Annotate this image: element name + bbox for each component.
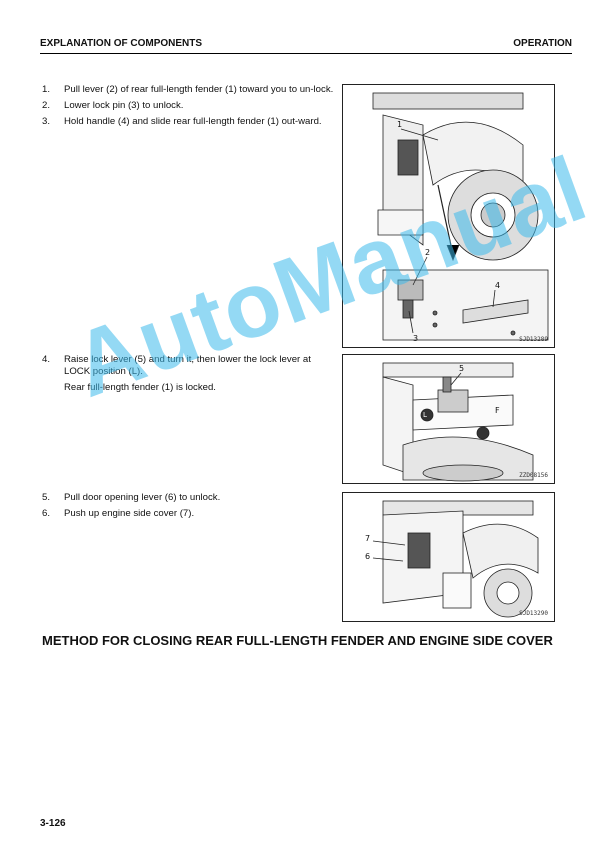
step-text: Pull lever (2) of rear full-length fende… <box>64 84 334 95</box>
callout-3: 3 <box>413 334 418 343</box>
step-1: 1. Pull lever (2) of rear full-length fe… <box>42 84 334 96</box>
step-text: Push up engine side cover (7). <box>64 508 195 519</box>
step-text: Hold handle (4) and slide rear full-leng… <box>64 116 322 127</box>
step-number: 4. <box>42 354 51 365</box>
figure-code: SJD13289 <box>519 336 548 343</box>
header-section-title: EXPLANATION OF COMPONENTS <box>40 38 203 49</box>
callout-2: 2 <box>425 248 430 257</box>
lock-lever-illustration: 5 L F <box>382 362 534 482</box>
header-chapter-title: OPERATION <box>513 38 572 49</box>
step-3: 3. Hold handle (4) and slide rear full-l… <box>42 116 334 128</box>
callout-1: 1 <box>397 120 402 129</box>
step-2: 2. Lower lock pin (3) to unlock. <box>42 100 334 112</box>
engine-cover-illustration: 7 6 <box>365 500 539 618</box>
steps-group-1: 1. Pull lever (2) of rear full-length fe… <box>42 84 334 132</box>
step-note: Rear full-length fender (1) is locked. <box>64 382 216 393</box>
figure-fender-unlock: 1 2 3 4 SJD13289 <box>342 84 555 348</box>
callout-7: 7 <box>365 534 370 543</box>
step-number: 5. <box>42 492 51 503</box>
callout-free-position: F <box>495 406 500 415</box>
callout-4: 4 <box>495 281 500 290</box>
figure-code: ZZD08156 <box>519 472 548 479</box>
step-text: Raise lock lever (5) and turn it, then l… <box>64 354 311 377</box>
step-4: 4. Raise lock lever (5) and turn it, the… <box>42 354 334 378</box>
step-number: 1. <box>42 84 51 95</box>
steps-group-2: 4. Raise lock lever (5) and turn it, the… <box>42 354 334 394</box>
header-rule <box>40 53 572 54</box>
step-5: 5. Pull door opening lever (6) to unlock… <box>42 492 334 504</box>
step-number: 3. <box>42 116 51 127</box>
callout-6: 6 <box>365 552 370 561</box>
step-number: 6. <box>42 508 51 519</box>
steps-group-3: 5. Pull door opening lever (6) to unlock… <box>42 492 334 524</box>
callout-5: 5 <box>459 364 464 373</box>
figure-lock-lever: 5 L F ZZD08156 <box>342 354 555 484</box>
figure-engine-cover: 7 6 SJD13290 <box>342 492 555 622</box>
step-text: Lower lock pin (3) to unlock. <box>64 100 184 111</box>
figure-code: SJD13290 <box>519 610 548 617</box>
section-title: METHOD FOR CLOSING REAR FULL-LENGTH FEND… <box>42 633 553 648</box>
page-header: EXPLANATION OF COMPONENTS OPERATION <box>40 38 572 54</box>
step-text: Pull door opening lever (6) to unlock. <box>64 492 221 503</box>
step-number: 2. <box>42 100 51 111</box>
callout-lock-position: L <box>423 411 427 419</box>
step-6: 6. Push up engine side cover (7). <box>42 508 334 520</box>
page-number: 3-126 <box>40 818 66 829</box>
fender-unlock-illustration: 1 2 3 4 <box>372 92 549 343</box>
